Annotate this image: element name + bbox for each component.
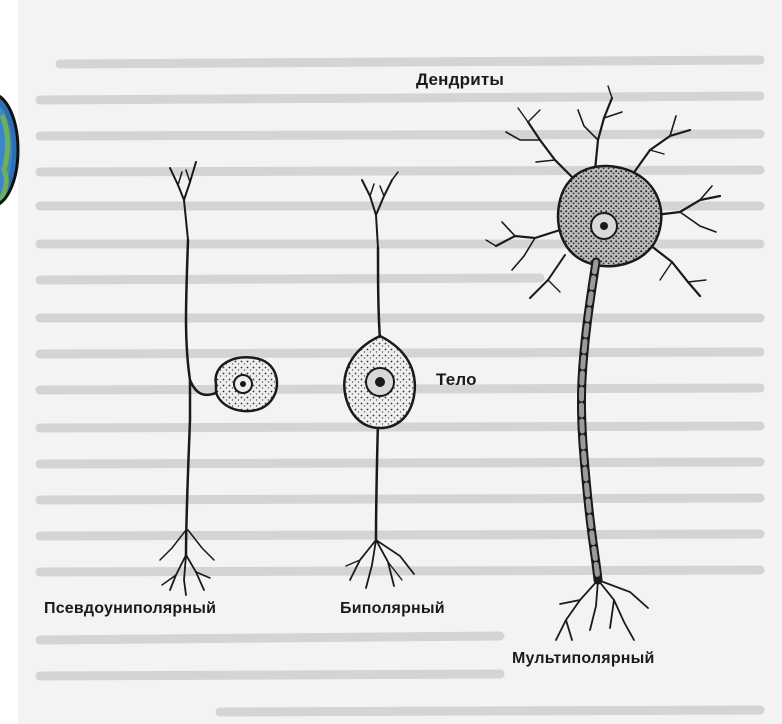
pseudounipolar-soma bbox=[216, 357, 277, 411]
pseudounipolar-label: Псевдоуниполярный bbox=[44, 600, 216, 618]
bipolar-label: Биполярный bbox=[340, 600, 445, 618]
dendrites-label: Дендриты bbox=[416, 70, 504, 90]
multipolar-soma bbox=[558, 166, 661, 266]
cell-body-label: Тело bbox=[436, 370, 477, 390]
multipolar-label: Мультиполярный bbox=[512, 650, 655, 668]
